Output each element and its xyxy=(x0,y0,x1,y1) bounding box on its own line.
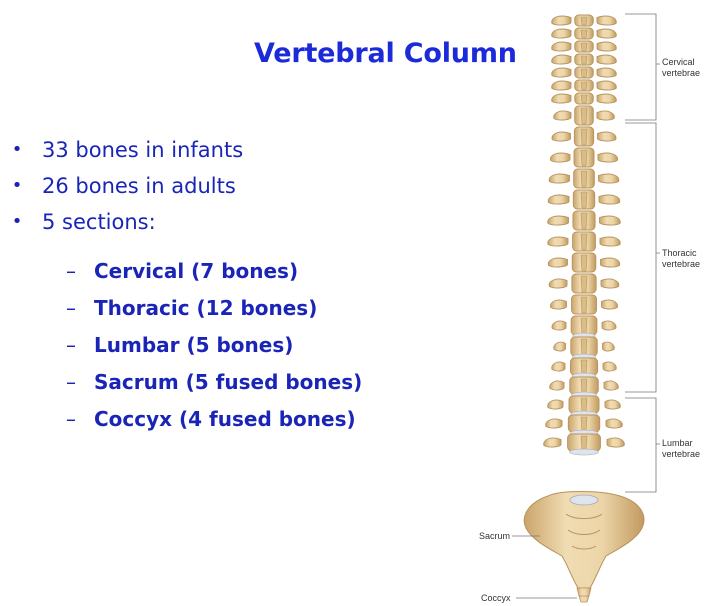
label-sacrum: Sacrum xyxy=(479,531,510,541)
thoracic-vertebra xyxy=(548,253,620,272)
cervical-vertebra xyxy=(552,15,617,26)
thoracic-vertebra xyxy=(548,211,620,230)
thoracic-vertebra xyxy=(548,190,620,209)
thoracic-vertebra xyxy=(552,127,616,146)
cervical-vertebra xyxy=(552,54,617,65)
thoracic-vertebra xyxy=(552,316,616,339)
lumbar-vertebra xyxy=(548,396,621,417)
cervical-vertebra xyxy=(552,67,617,78)
label-thoracic-1: Thoracic xyxy=(662,248,697,258)
lumbar-vertebra xyxy=(550,377,619,398)
label-lumbar-2: vertebrae xyxy=(662,449,700,459)
label-cervical-2: vertebrae xyxy=(662,68,700,78)
cervical-vertebra xyxy=(552,41,617,52)
thoracic-vertebra xyxy=(549,274,619,293)
cervical-vertebra xyxy=(552,93,617,104)
label-cervical-1: Cervical xyxy=(662,57,695,67)
coccyx-bone xyxy=(577,588,591,602)
thoracic-vertebra xyxy=(549,169,619,188)
label-coccyx: Coccyx xyxy=(481,593,511,603)
lumbar-vertebra xyxy=(552,358,617,379)
sacrum-bone xyxy=(524,492,644,589)
thoracic-vertebra xyxy=(554,106,615,125)
thoracic-vertebra xyxy=(550,295,617,314)
thoracic-vertebra xyxy=(550,148,617,167)
label-lumbar-1: Lumbar xyxy=(662,438,693,448)
thoracic-vertebra xyxy=(554,337,615,360)
lumbar-vertebra xyxy=(546,415,623,436)
vertebrae-group xyxy=(544,15,625,455)
cervical-vertebra xyxy=(552,80,617,91)
label-thoracic-2: vertebrae xyxy=(662,259,700,269)
lumbar-vertebra xyxy=(544,434,625,455)
thoracic-vertebra xyxy=(548,232,620,251)
cervical-vertebra xyxy=(552,28,617,39)
